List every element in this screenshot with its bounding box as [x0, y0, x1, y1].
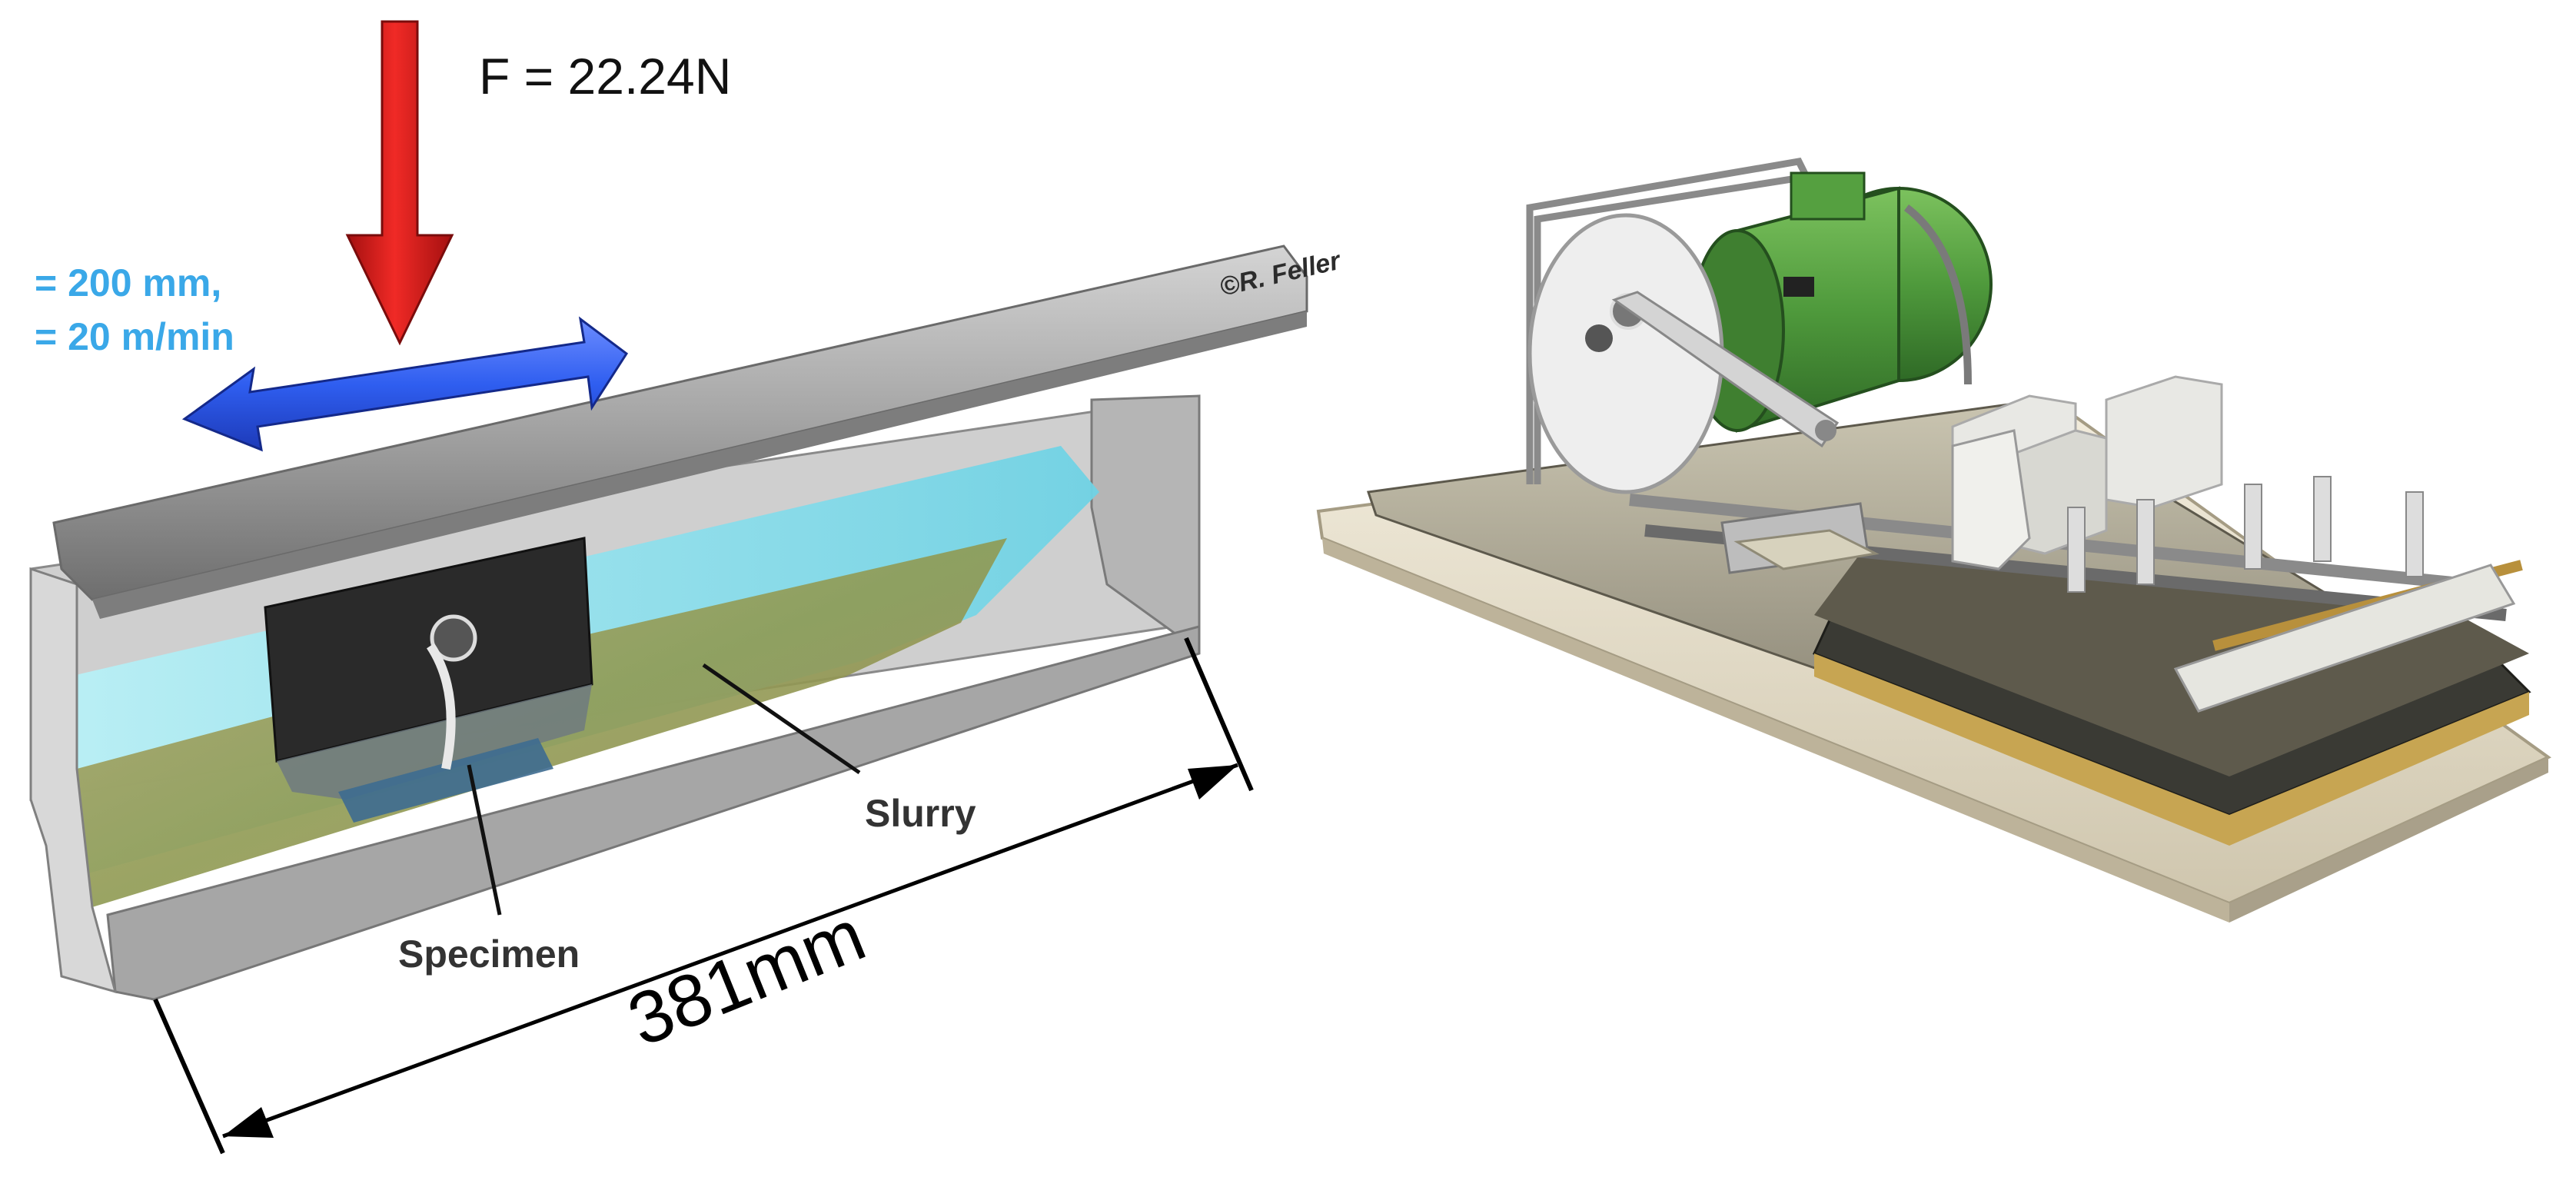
length-label: 381mm	[617, 893, 876, 1062]
sample-shelf	[1733, 529, 1880, 570]
slurry-leader	[702, 663, 861, 775]
tank-left-wall	[29, 567, 118, 994]
specimen-leader	[467, 764, 502, 916]
force-arrow	[345, 20, 454, 346]
base-plate-side	[2229, 757, 2548, 923]
slurry-label: Slurry	[865, 792, 976, 835]
length-dimension	[153, 637, 1254, 1155]
specimen-arm	[426, 643, 456, 770]
apparatus-photo	[1316, 158, 2551, 923]
tank-front-wall	[106, 625, 1201, 1001]
clamp-3	[2244, 484, 2262, 570]
tray-band	[1814, 653, 2529, 846]
motion-arrow	[181, 316, 629, 452]
specimen-label: Specimen	[398, 933, 580, 976]
side-frame	[2173, 564, 2516, 713]
specimen-holder-lower	[277, 684, 592, 800]
clamp-4	[2313, 476, 2332, 562]
motor	[1690, 171, 1993, 433]
motor-cable	[1903, 204, 1972, 385]
specimen-pin	[430, 614, 477, 662]
base-plate-edge	[1322, 538, 2229, 923]
connecting-rod	[1611, 291, 1840, 448]
carriage-block	[1951, 429, 2031, 570]
clamp-2	[2136, 499, 2155, 585]
tank-schematic: ©R. Feller	[29, 244, 1345, 1001]
wire-frame	[1526, 158, 1812, 484]
crank-hub	[1585, 324, 1613, 352]
weight-block-2	[2105, 375, 2223, 509]
specimen	[338, 738, 553, 823]
clamp-5	[2405, 491, 2424, 577]
clamp-1	[2067, 507, 2086, 593]
speed-label: = 20 m/min	[35, 315, 234, 358]
stroke-label: = 200 mm,	[35, 261, 221, 304]
rod-joint	[1815, 420, 1836, 441]
tank-rail-edge	[92, 311, 1307, 619]
force-label: F = 22.24N	[479, 48, 731, 105]
